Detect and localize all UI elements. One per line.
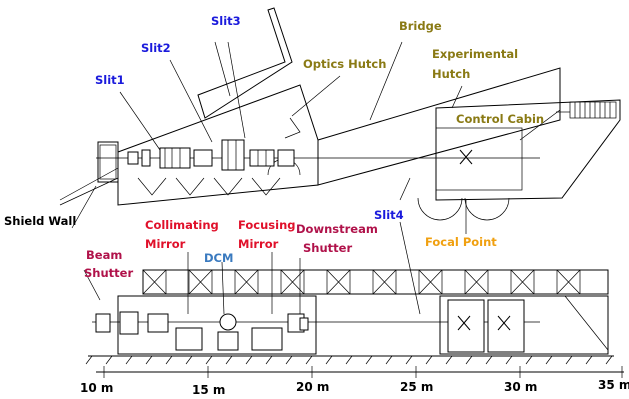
door-arc-1 — [417, 197, 463, 221]
label-beam-shutter-2: Shutter — [84, 266, 133, 280]
exp-x-1b — [457, 315, 471, 331]
optics-hutch-door — [284, 117, 301, 139]
label-shield-wall: Shield Wall — [4, 214, 76, 228]
label-bridge: Bridge — [399, 19, 442, 33]
labels: Slit1 Slit2 Slit3 Slit4 Bridge Optics Hu… — [4, 14, 544, 280]
label-slit2: Slit2 — [141, 41, 171, 55]
support-arcs — [137, 177, 281, 196]
tick-label-25: 25 m — [400, 380, 433, 394]
optics-hutch-elevation — [117, 295, 317, 355]
tick-label-35: 35 m — [598, 378, 629, 392]
elevation-components — [95, 299, 525, 353]
plan-components — [127, 139, 295, 171]
experimental-hutch-diagonal — [519, 109, 561, 141]
label-focusing-mirror-1: Focusing — [238, 218, 296, 232]
tick-label-10: 10 m — [80, 381, 113, 395]
tick-label-15: 15 m — [192, 383, 225, 395]
slit3-structure — [197, 7, 293, 119]
shield-wall-diagonal-2 — [59, 177, 119, 206]
label-control-cabin: Control Cabin — [456, 112, 544, 126]
label-focusing-mirror-2: Mirror — [238, 237, 279, 251]
control-cabin-hatch-lines — [574, 102, 611, 118]
label-dcm: DCM — [204, 251, 233, 265]
bridge-truss — [142, 269, 609, 295]
tick-label-20: 20 m — [296, 380, 329, 394]
focal-point-x-2 — [459, 149, 473, 165]
label-slit3: Slit3 — [211, 14, 241, 28]
control-cabin-hatch — [569, 101, 617, 119]
leader-lines — [71, 41, 467, 315]
bridge-outline — [317, 67, 561, 186]
label-experimental-hutch-2: Hutch — [432, 67, 470, 81]
label-collimating-mirror-2: Mirror — [145, 237, 186, 251]
axis-ticks — [103, 366, 623, 378]
label-experimental-hutch-1: Experimental — [432, 47, 518, 61]
label-downstream-shutter-2: Shutter — [303, 241, 352, 255]
shield-wall-inner — [99, 144, 117, 180]
control-cabin-outline — [435, 127, 523, 191]
bridge-truss-cells — [142, 269, 581, 295]
experimental-hutch-slope — [564, 295, 609, 351]
exp-x-2b — [497, 315, 511, 331]
label-downstream-shutter-1: Downstream — [296, 222, 378, 236]
label-slit1: Slit1 — [95, 73, 125, 87]
distance-axis: 10 m 15 m 20 m 25 m 30 m 35 m — [80, 366, 629, 397]
floor-hatching — [85, 355, 613, 365]
label-slit4: Slit4 — [374, 208, 404, 222]
label-optics-hutch: Optics Hutch — [303, 57, 386, 71]
shield-wall-diagonal-1 — [59, 167, 119, 201]
experimental-hutch-elevation — [439, 295, 609, 355]
door-arc-2 — [464, 197, 510, 221]
tick-label-30: 30 m — [504, 380, 537, 394]
label-focal-point: Focal Point — [425, 235, 497, 249]
shield-wall-block — [97, 141, 119, 183]
plan-view — [59, 7, 621, 221]
elevation-view — [85, 269, 614, 365]
label-collimating-mirror-1: Collimating — [145, 218, 219, 232]
optics-hutch-outline — [117, 84, 319, 206]
label-beam-shutter-1: Beam — [86, 248, 122, 262]
